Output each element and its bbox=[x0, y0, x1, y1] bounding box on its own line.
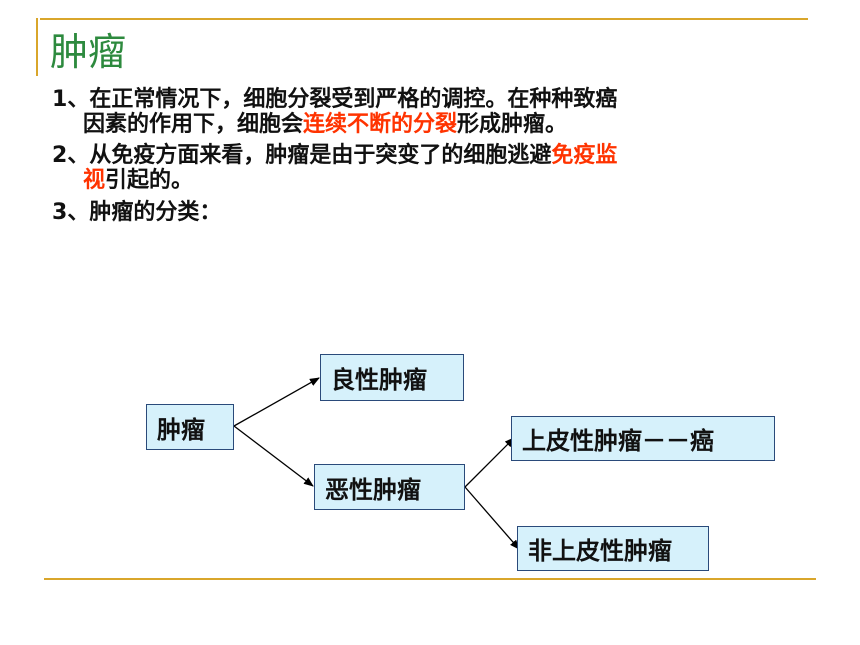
point-number: 1 bbox=[52, 87, 68, 112]
point-number: 2 bbox=[52, 143, 68, 169]
node-tumor: 肿瘤 bbox=[146, 404, 234, 450]
arrow-malignant-to-epithelial bbox=[464, 437, 515, 488]
point-separator: 、 bbox=[67, 143, 90, 169]
arrow-root-to-malignant bbox=[233, 425, 314, 487]
point-3: 3、肿瘤的分类： bbox=[52, 199, 812, 226]
node-non-epithelial-tumor: 非上皮性肿瘤 bbox=[517, 526, 709, 571]
point-separator: 、 bbox=[67, 199, 90, 225]
bottom-divider bbox=[44, 578, 816, 580]
arrow-root-to-benign bbox=[233, 377, 320, 427]
point-text: 肿瘤的分类： bbox=[89, 199, 222, 225]
point-text: 形成肿瘤。 bbox=[457, 111, 568, 137]
point-continuation: 视引起的。 bbox=[52, 167, 812, 194]
point-2: 2、从免疫方面来看，肿瘤是由于突变了的细胞逃避免疫监 视引起的。 bbox=[52, 143, 812, 194]
node-epithelial-tumor: 上皮性肿瘤－－癌 bbox=[511, 416, 775, 461]
point-text: 引起的。 bbox=[105, 167, 194, 193]
point-1: 1、在正常情况下，细胞分裂受到严格的调控。在种种致癌 因素的作用下，细胞会连续不… bbox=[52, 87, 812, 138]
point-separator: 、 bbox=[67, 87, 90, 112]
node-malignant-tumor: 恶性肿瘤 bbox=[314, 464, 465, 510]
slide-title: 肿瘤 bbox=[50, 30, 127, 74]
node-benign-tumor: 良性肿瘤 bbox=[320, 354, 464, 401]
highlight-text: 免疫监 bbox=[551, 143, 618, 169]
point-text: 因素的作用下，细胞会 bbox=[83, 111, 304, 137]
title-accent-bar bbox=[36, 18, 38, 76]
arrow-malignant-to-non-epithelial bbox=[464, 486, 520, 550]
point-number: 3 bbox=[52, 199, 68, 225]
highlight-text: 视 bbox=[83, 167, 106, 193]
point-continuation: 因素的作用下，细胞会连续不断的分裂形成肿瘤。 bbox=[52, 111, 812, 138]
top-divider bbox=[40, 18, 808, 20]
point-text: 在正常情况下，细胞分裂受到严格的调控。在种种致癌 bbox=[89, 87, 618, 112]
bullet-list: 1、在正常情况下，细胞分裂受到严格的调控。在种种致癌 因素的作用下，细胞会连续不… bbox=[52, 87, 812, 232]
highlight-text: 连续不断的分裂 bbox=[303, 111, 458, 137]
point-text: 从免疫方面来看，肿瘤是由于突变了的细胞逃避 bbox=[89, 143, 552, 169]
